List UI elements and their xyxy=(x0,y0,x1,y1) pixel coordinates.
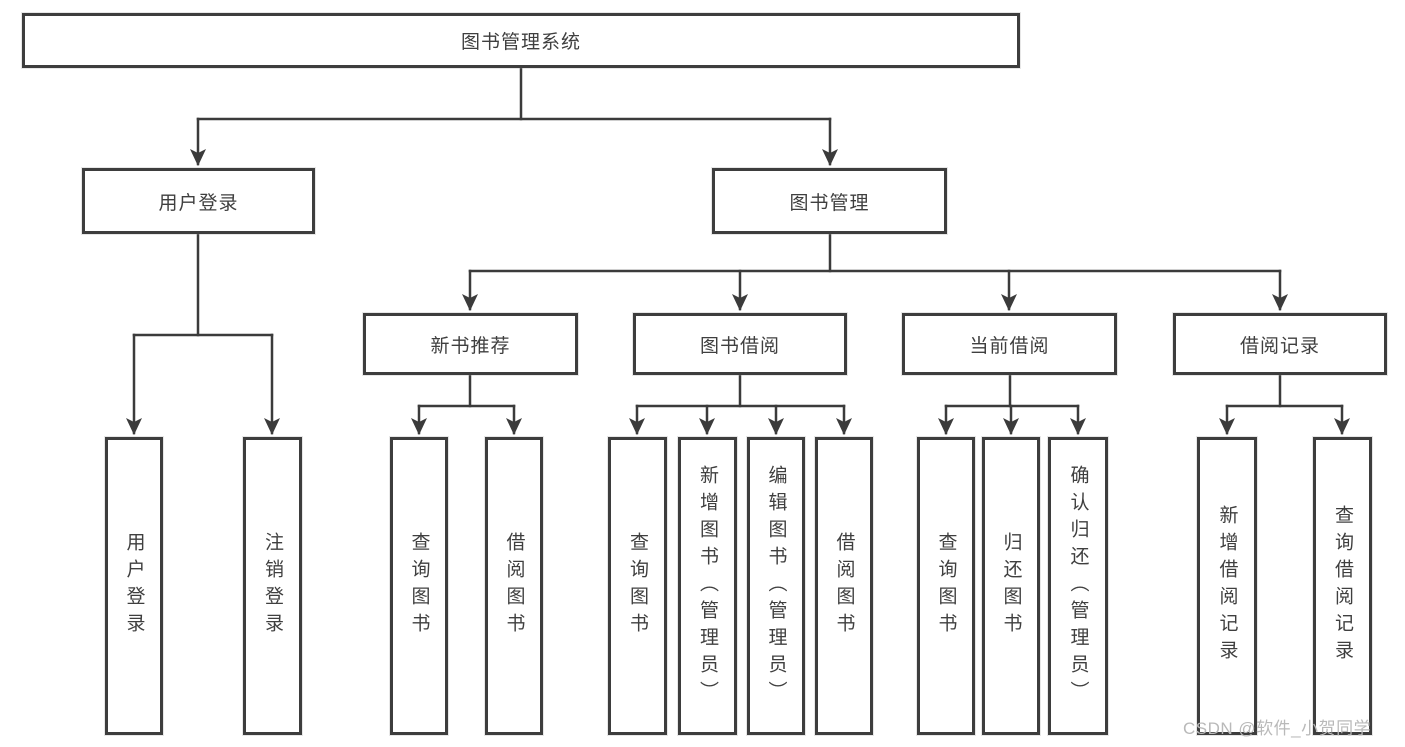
node-label: 查询借阅记录 xyxy=(1332,505,1353,667)
node-label: 用户登录 xyxy=(123,532,145,640)
node-root-system: 图书管理系统 xyxy=(22,13,1020,68)
leaf-search-books-current: 查询图书 xyxy=(917,437,975,735)
node-new-book-recommend: 新书推荐 xyxy=(363,313,578,375)
leaf-borrow-books-borrowing: 借阅图书 xyxy=(815,437,873,735)
leaf-logout: 注销登录 xyxy=(243,437,302,735)
node-label: 图书借阅 xyxy=(699,335,780,357)
node-label: 编辑图书（管理员） xyxy=(765,464,787,708)
node-current-borrowing: 当前借阅 xyxy=(902,313,1117,375)
watermark: CSDN @软件_小贺同学 xyxy=(1183,719,1372,738)
leaf-search-books-borrowing: 查询图书 xyxy=(608,437,667,735)
node-label: 用户登录 xyxy=(158,192,239,214)
leaf-borrow-books-recommend: 借阅图书 xyxy=(485,437,543,735)
leaf-search-borrow-record: 查询借阅记录 xyxy=(1313,437,1372,735)
node-label: 图书管理系统 xyxy=(460,32,581,53)
node-book-borrowing: 图书借阅 xyxy=(633,313,847,375)
node-label: 归还图书 xyxy=(1000,532,1022,640)
node-label: 新书推荐 xyxy=(430,335,511,357)
node-label: 借阅记录 xyxy=(1239,335,1320,357)
leaf-add-book-admin: 新增图书（管理员） xyxy=(678,437,737,735)
leaf-search-books-recommend: 查询图书 xyxy=(390,437,448,735)
node-label: 查询图书 xyxy=(627,532,648,640)
leaf-confirm-return-admin: 确认归还（管理员） xyxy=(1048,437,1108,735)
node-label: 查询图书 xyxy=(408,532,430,640)
node-borrow-records: 借阅记录 xyxy=(1173,313,1387,375)
node-label: 查询图书 xyxy=(935,532,957,640)
node-label: 新增借阅记录 xyxy=(1216,505,1238,667)
leaf-edit-book-admin: 编辑图书（管理员） xyxy=(747,437,805,735)
node-label: 新增图书（管理员） xyxy=(697,464,718,708)
node-label: 借阅图书 xyxy=(833,532,855,640)
leaf-return-book: 归还图书 xyxy=(982,437,1040,735)
node-user-login: 用户登录 xyxy=(82,168,315,234)
leaf-add-borrow-record: 新增借阅记录 xyxy=(1197,437,1257,735)
node-label: 当前借阅 xyxy=(969,335,1050,357)
node-label: 借阅图书 xyxy=(503,532,525,640)
node-book-management: 图书管理 xyxy=(712,168,947,234)
node-label: 图书管理 xyxy=(789,192,870,214)
leaf-user-login: 用户登录 xyxy=(105,437,163,735)
node-label: 注销登录 xyxy=(262,532,283,640)
node-label: 确认归还（管理员） xyxy=(1067,464,1089,708)
